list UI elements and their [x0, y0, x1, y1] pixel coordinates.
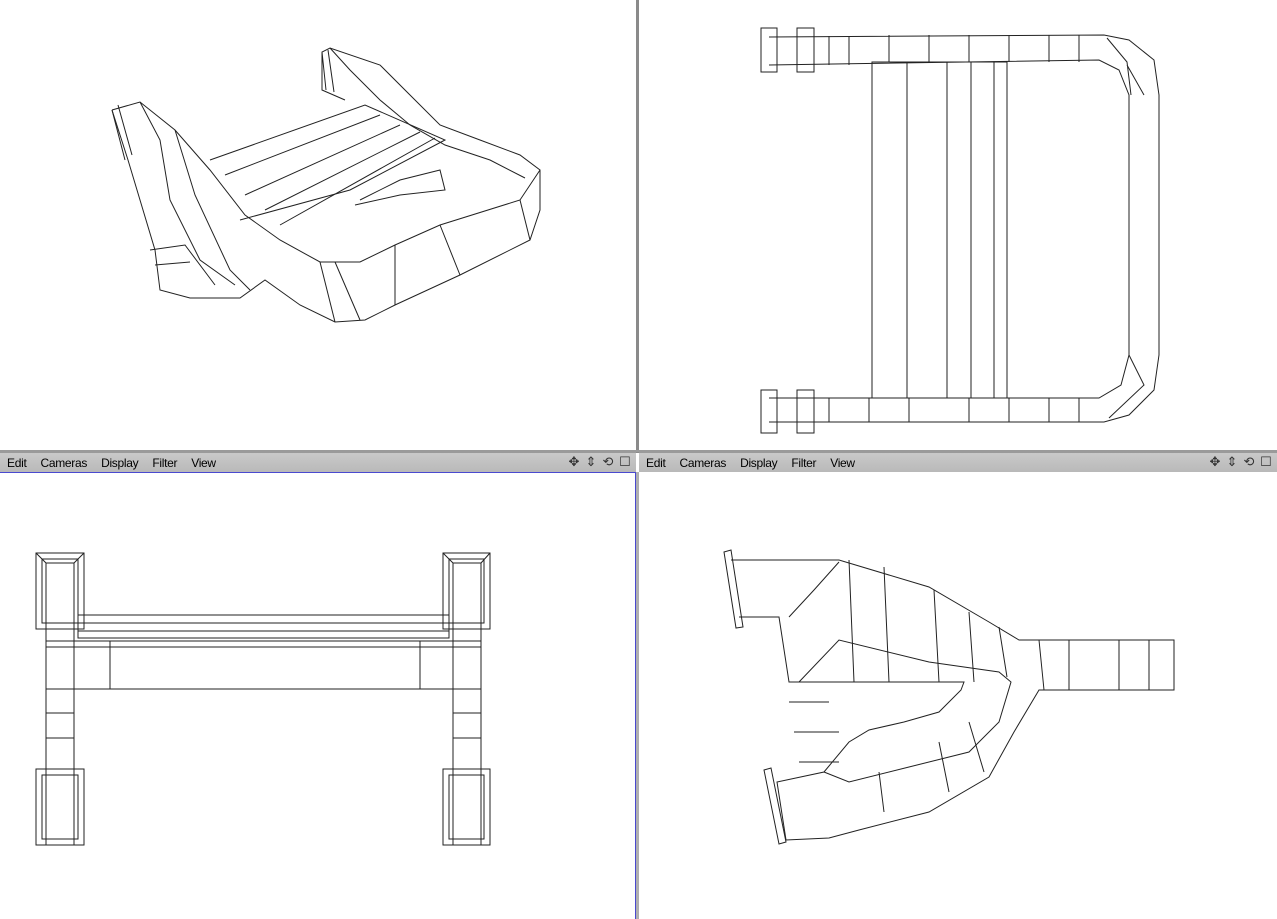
viewport-divider-horizontal[interactable]	[0, 450, 1277, 452]
maximize-icon[interactable]: ☐	[1260, 454, 1272, 469]
viewport-perspective[interactable]	[0, 0, 636, 450]
menu-filter[interactable]: Filter	[791, 455, 817, 470]
wireframe-top	[760, 27, 1160, 434]
menu-view[interactable]: View	[191, 455, 216, 470]
menu-view[interactable]: View	[830, 455, 855, 470]
viewport-top[interactable]	[639, 0, 1277, 450]
menu-cameras[interactable]: Cameras	[40, 455, 88, 470]
menu-filter[interactable]: Filter	[152, 455, 178, 470]
wireframe-perspective	[111, 47, 541, 323]
viewport-menubar-side: Edit Cameras Display Filter View ✥ ⇕ ⟲ ☐	[639, 452, 1277, 472]
viewport-side[interactable]	[639, 472, 1277, 919]
viewport-front[interactable]	[0, 472, 636, 919]
menu-cameras[interactable]: Cameras	[679, 455, 727, 470]
maximize-icon[interactable]: ☐	[619, 454, 631, 469]
rotate-icon[interactable]: ⟲	[1243, 454, 1255, 469]
viewport-divider-bottom[interactable]	[636, 472, 639, 919]
menu-edit[interactable]: Edit	[646, 455, 666, 470]
wireframe-side	[723, 549, 1175, 845]
menu-edit[interactable]: Edit	[7, 455, 27, 470]
move-icon[interactable]: ✥	[568, 454, 580, 469]
menu-display[interactable]: Display	[101, 455, 139, 470]
wireframe-front	[35, 552, 491, 846]
move-icon[interactable]: ✥	[1209, 454, 1221, 469]
rotate-icon[interactable]: ⟲	[602, 454, 614, 469]
viewport-divider-top[interactable]	[636, 0, 639, 453]
menu-display[interactable]: Display	[740, 455, 778, 470]
dolly-icon[interactable]: ⇕	[1226, 454, 1238, 469]
viewport-menubar-front: Edit Cameras Display Filter View ✥ ⇕ ⟲ ☐	[0, 452, 636, 472]
dolly-icon[interactable]: ⇕	[585, 454, 597, 469]
